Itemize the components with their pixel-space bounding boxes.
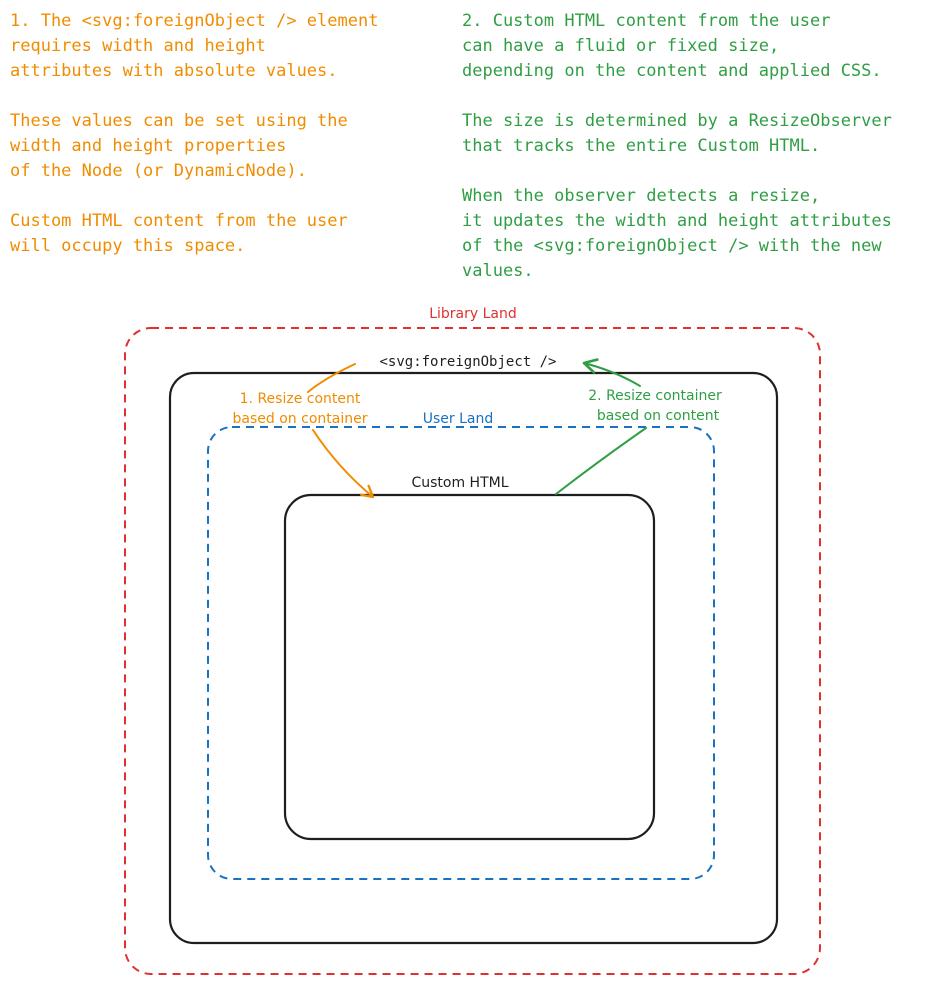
library-land-label: Library Land: [429, 306, 517, 322]
foreign-object-box: [168, 371, 779, 945]
note-right-line: values.: [462, 261, 534, 281]
resize-container-label-line-2: based on content: [597, 408, 720, 424]
note-left-line: will occupy this space.: [10, 236, 246, 256]
resize-container-label-line-1: 2. Resize container: [588, 388, 722, 404]
library-land-boundary: [124, 327, 821, 975]
note-left-line: Custom HTML content from the user: [10, 211, 348, 231]
resize-content-arrow: [307, 363, 356, 393]
custom-html-box: [283, 493, 656, 841]
note-foreign-object-sizing: 1. The <svg:foreignObject /> element requ…: [10, 9, 378, 259]
resize-container-arrow-lower: [555, 427, 647, 495]
resize-container-arrow-upper: [582, 358, 641, 387]
note-left-line: requires width and height: [10, 36, 266, 56]
note-left-line: These values can be set using the: [10, 111, 348, 131]
note-left-line: 1. The <svg:foreignObject /> element: [10, 11, 379, 31]
resize-content-label-line-1: 1. Resize content: [240, 391, 361, 407]
note-right-line: that tracks the entire Custom HTML.: [462, 136, 821, 156]
user-land-boundary: [207, 426, 715, 880]
note-left-line: attributes with absolute values.: [10, 61, 338, 81]
note-right-line: The size is determined by a ResizeObserv…: [462, 111, 892, 131]
note-left-line: of the Node (or DynamicNode).: [10, 161, 307, 181]
note-right-line: it updates the width and height attribut…: [462, 211, 892, 231]
note-right-line: of the <svg:foreignObject /> with the ne…: [462, 236, 882, 256]
user-land-label: User Land: [423, 411, 494, 427]
resize-content-arrow-lower: [312, 429, 375, 499]
custom-html-label: Custom HTML: [411, 475, 508, 491]
note-resize-observer: 2. Custom HTML content from the user can …: [462, 9, 892, 284]
note-left-line: width and height properties: [10, 136, 287, 156]
note-right-line: When the observer detects a resize,: [462, 186, 821, 206]
note-right-line: can have a fluid or fixed size,: [462, 36, 780, 56]
foreign-object-label: <svg:foreignObject />: [379, 354, 556, 370]
note-right-line: depending on the content and applied CSS…: [462, 61, 882, 81]
resize-content-label-line-2: based on container: [233, 411, 368, 427]
note-right-line: 2. Custom HTML content from the user: [462, 11, 831, 31]
